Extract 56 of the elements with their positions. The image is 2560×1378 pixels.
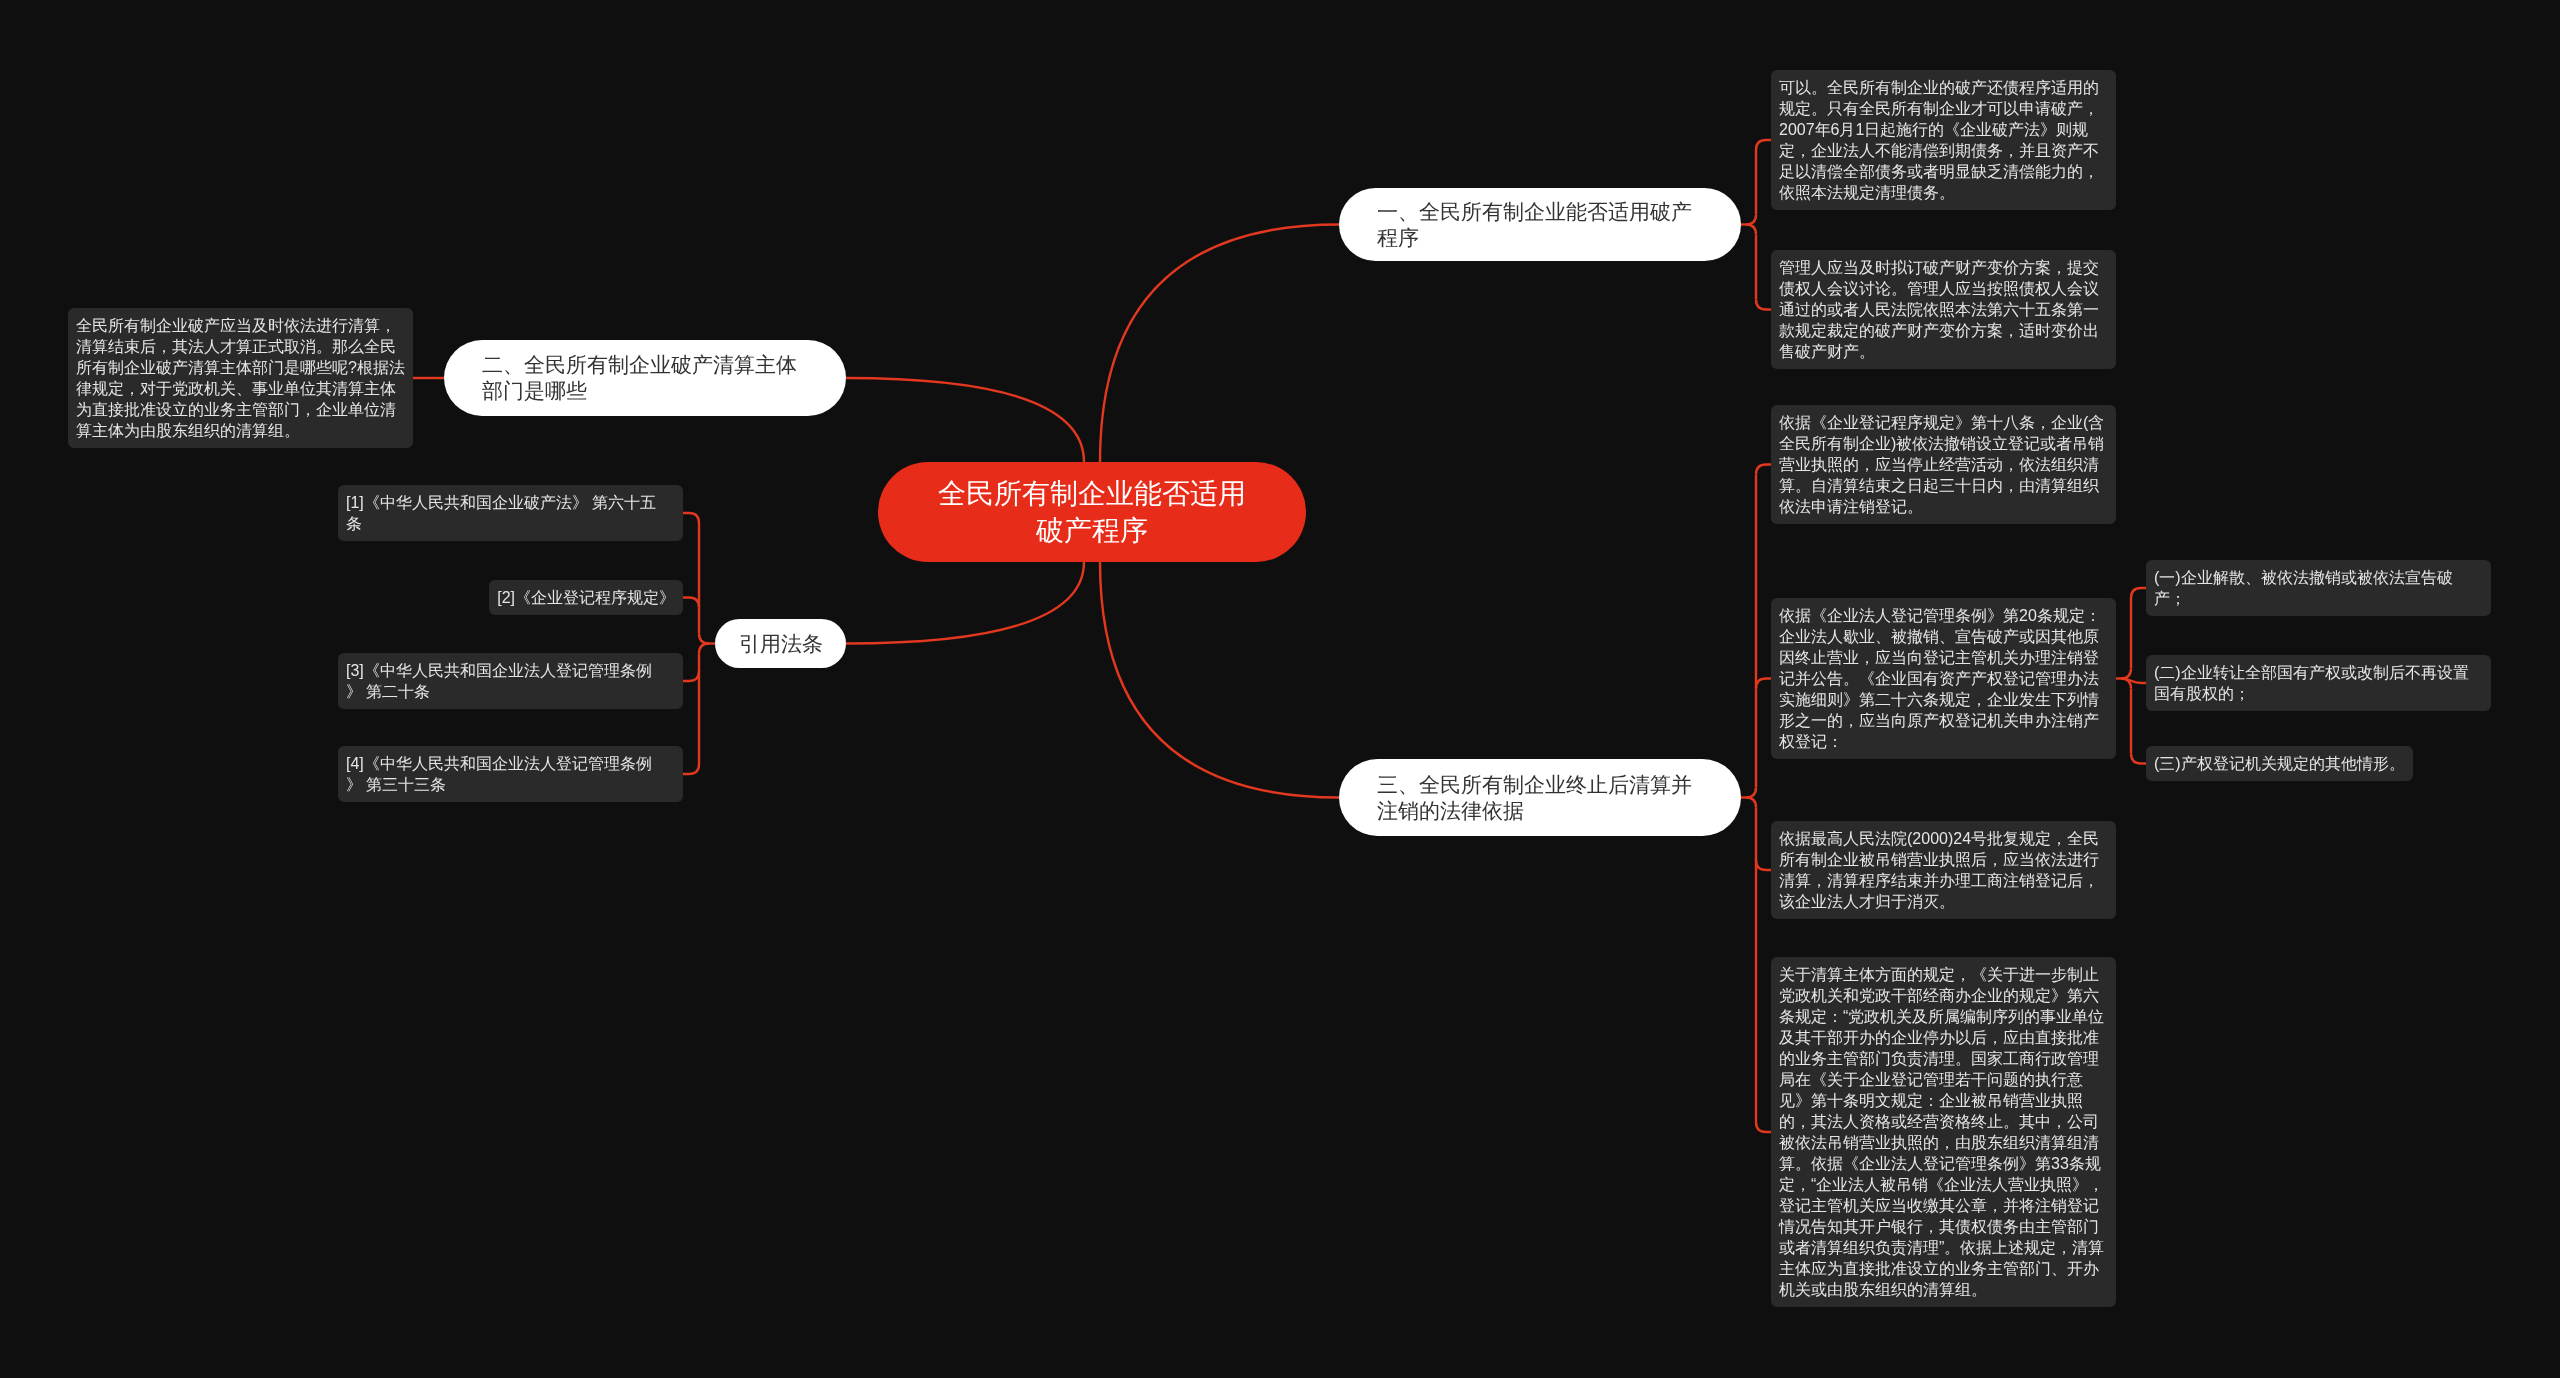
connector-line [1754,859,1771,872]
connector-line [1754,807,1758,860]
connector-line [1741,223,1746,226]
text-card: (一)企业解散、被依法撤销或被依法宣告破产； [2146,560,2491,616]
connector-line [2129,753,2146,765]
connector-line [1741,796,1746,799]
connector-line [1754,463,1771,475]
topic-pill: 二、全民所有制企业破产清算主体部门是哪些 [444,340,846,416]
connector-line [709,642,715,645]
text-card: 依据最高人民法院(2000)24号批复规定，全民所有制企业被吊销营业执照后，应当依法进行清算，清算程序结束并办理工商注销登记后，该企业法人才归于消灭。 [1771,821,2116,919]
connector-line [1098,223,1340,463]
connector-line [683,763,701,776]
text-card: (二)企业转让全部国有产权或改制后不再设置国有股权的； [2146,655,2491,711]
connector-line [845,376,1086,463]
central-topic: 全民所有制企业能否适用破产程序 [878,462,1306,562]
connector-line [1754,474,1758,689]
text-card: 管理人应当及时拟订破产财产变价方案，提交债权人会议讨论。管理人应当按照债权人会议通过的或者人民法院依照本法第六十五条第一款规定裁定的破产财产变价方案，适时变价出售破产财产。 [1771,250,2116,369]
connector-line [413,376,444,380]
connector-line [683,511,701,524]
connector-line [2129,688,2133,754]
connector-line [683,596,701,608]
text-card: 关于清算主体方面的规定，《关于进一步制止党政机关和党政干部经商办企业的规定》第六条规定：“党政机关及所属编制序列的事业单位及其干部开办的企业停办以后，应由直接批准的业务主管部门负责清理。国家工商行政管理局在《关于企业登记管理若干问题的执行意见》第十条明文规定：企业被吊销营业执照的，其法人资格或经营资格终止。其中，公司被依法吊销营业执照的，由股东组织清算组清算。依据《企业法人登记管理条例》第33条规定，“企业法人被吊销《企业法人营业执照》，登记主管机关应当收缴其公章，并将注销登记情况告知其开户银行，其债权债务由主管部门或者清算组织负责清理”。依据上述规定，清算主体应为直接批准设立的业务主管部门、开办机关或由股东组织的清算组。 [1771,957,2116,1307]
text-card: [2]《企业登记程序规定》 [489,580,683,615]
connector-line [1754,234,1758,300]
connector-line [697,642,710,654]
connector-line [1754,150,1758,215]
connector-line [1754,1121,1771,1134]
text-card: 依据《企业法人登记管理条例》第20条规定：企业法人歇业、被撤销、宣告破产或因其他原因终止营业，应当向登记主管机关办理注销登记并公告。《企业国有资产产权登记管理办法实施细则》第二十六条规定，企业发生下列情形之一的，应当向原产权登记机关申办注销产权登记： [1771,598,2116,759]
text-card: (三)产权登记机关规定的其他情形。 [2146,746,2413,781]
connector-line [1745,223,1758,235]
connector-line [2129,586,2146,599]
topic-pill: 一、全民所有制企业能否适用破产程序 [1339,188,1741,261]
connector-line [697,523,701,608]
connector-line [2129,598,2133,669]
topic-pill: 引用法条 [715,619,846,668]
connector-line [1754,138,1771,151]
connector-line [683,670,701,683]
text-card: [1]《中华人民共和国企业破产法》 第六十五条 [338,485,683,541]
connector-line [1754,688,1758,788]
connector-line [1754,677,1771,689]
text-card: 依据《企业登记程序规定》第十八条，企业(含全民所有制企业)被依法撤销设立登记或者吊销营业执照的，应当停止经营活动，依法组织清算。自清算结束之日起三十日内，由清算组织依法申请注销登记。 [1771,405,2116,524]
connector-line [2116,677,2121,680]
connector-line [1754,299,1771,311]
connector-line [2120,677,2133,689]
text-card: 全民所有制企业破产应当及时依法进行清算，清算结束后，其法人才算正式取消。那么全民所有制企业破产清算主体部门是哪些呢?根据法律规定，对于党政机关、事业单位其清算主体为直接批准设立的业务主管部门，企业单位清算主体为由股东组织的清算组。 [68,308,413,448]
connector-line [1098,561,1340,799]
text-card: [4]《中华人民共和国企业法人登记管理条例》 第三十三条 [338,746,683,802]
connector-line [697,653,701,671]
text-card: [3]《中华人民共和国企业法人登记管理条例》 第二十条 [338,653,683,709]
topic-pill: 三、全民所有制企业终止后清算并注销的法律依据 [1339,759,1741,836]
connector-line [846,561,1086,645]
connector-line [697,607,701,634]
text-card: 可以。全民所有制企业的破产还债程序适用的规定。只有全民所有制企业才可以申请破产，2007年6月1日起施行的《企业破产法》则规定，企业法人不能清偿到期债务，并且资产不足以清偿全部债务或者明显缺乏清偿能力的，依照本法规定清理债务。 [1771,70,2116,210]
connector-line [697,671,701,764]
connector-line [1754,860,1758,1122]
connector-line [1745,796,1758,808]
